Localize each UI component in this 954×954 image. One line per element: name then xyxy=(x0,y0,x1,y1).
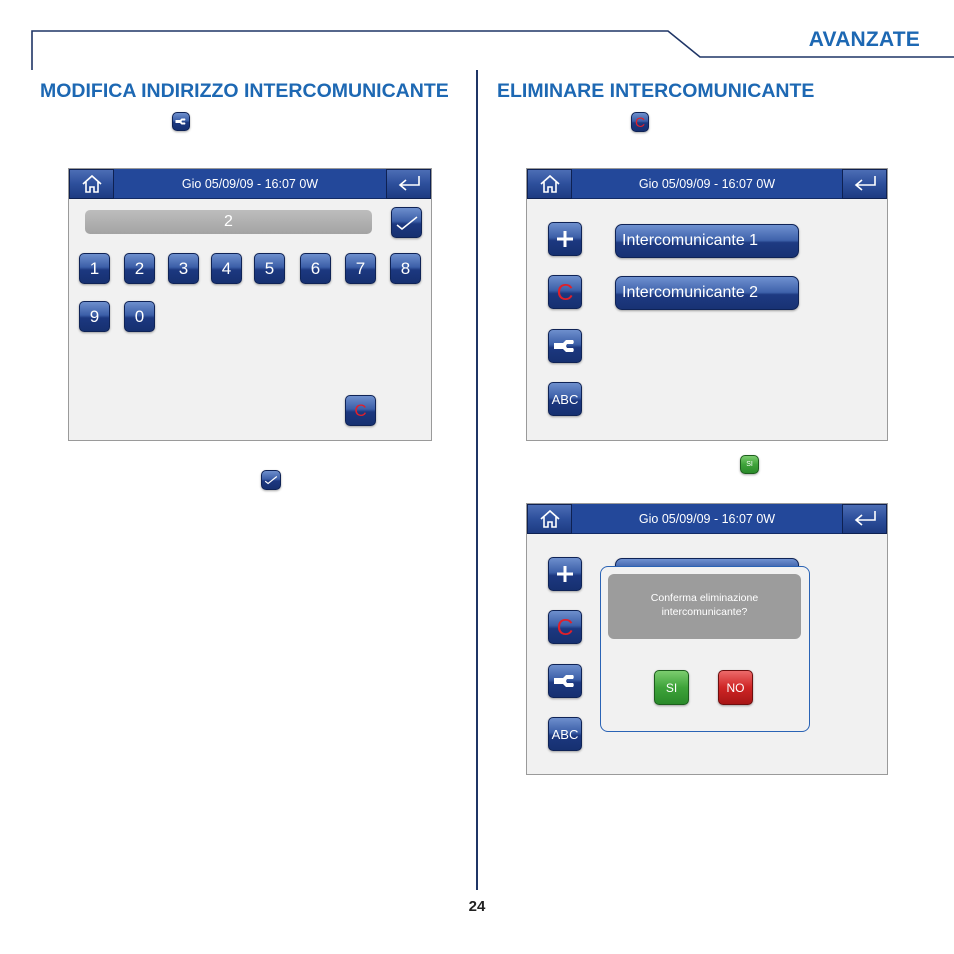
dialog-line-2: intercomunicante? xyxy=(661,606,748,618)
add-button[interactable] xyxy=(548,557,582,591)
back-button[interactable] xyxy=(386,169,431,199)
clear-label: C xyxy=(354,400,367,420)
confirm-screen: Gio 05/09/09 - 16:07 0W C ABC Conferma e… xyxy=(526,503,888,775)
dialog-message: Conferma eliminazione intercomunicante? xyxy=(608,574,801,639)
rename-button[interactable]: ABC xyxy=(548,382,582,416)
column-divider xyxy=(476,70,478,890)
home-button[interactable] xyxy=(69,169,114,199)
check-icon xyxy=(396,215,417,230)
delete-button[interactable]: C xyxy=(548,610,582,644)
datetime-label: Gio 05/09/09 - 16:07 0W xyxy=(638,512,776,526)
left-title: MODIFICA INDIRIZZO INTERCOMUNICANTE xyxy=(40,80,449,102)
key-3[interactable]: 3 xyxy=(168,253,199,284)
return-arrow-icon xyxy=(854,176,876,191)
confirm-button[interactable] xyxy=(391,207,422,238)
header-frame xyxy=(31,30,954,70)
key-8[interactable]: 8 xyxy=(390,253,421,284)
home-icon xyxy=(81,174,102,193)
key-0[interactable]: 0 xyxy=(124,301,155,332)
key-4[interactable]: 4 xyxy=(211,253,242,284)
key-7[interactable]: 7 xyxy=(345,253,376,284)
key-6[interactable]: 6 xyxy=(300,253,331,284)
edit-button[interactable] xyxy=(548,329,582,363)
keypad-screen: Gio 05/09/09 - 16:07 0W 2 1 2 3 4 5 6 7 … xyxy=(68,168,432,441)
home-icon xyxy=(539,174,560,193)
wrench-icon xyxy=(554,340,574,352)
back-button[interactable] xyxy=(842,169,887,199)
key-1[interactable]: 1 xyxy=(79,253,110,284)
plus-icon xyxy=(557,231,573,247)
delete-label: C xyxy=(556,613,574,640)
dialog-line-1: Conferma eliminazione xyxy=(650,592,759,604)
list-screen: Gio 05/09/09 - 16:07 0W C ABC Intercomun… xyxy=(526,168,888,441)
delete-label: C xyxy=(556,278,574,305)
return-arrow-icon xyxy=(398,176,420,191)
key-2[interactable]: 2 xyxy=(124,253,155,284)
status-bar: Gio 05/09/09 - 16:07 0W xyxy=(527,169,887,199)
plus-icon xyxy=(557,566,573,582)
key-9[interactable]: 9 xyxy=(79,301,110,332)
key-5[interactable]: 5 xyxy=(254,253,285,284)
home-button[interactable] xyxy=(527,504,572,534)
no-button[interactable]: NO xyxy=(718,670,753,705)
address-field[interactable]: 2 xyxy=(85,210,372,234)
confirm-dialog: Conferma eliminazione intercomunicante? … xyxy=(600,566,810,732)
edit-button[interactable] xyxy=(548,664,582,698)
clear-button[interactable]: C xyxy=(345,395,376,426)
right-title: ELIMINARE INTERCOMUNICANTE xyxy=(497,80,815,102)
datetime-label: Gio 05/09/09 - 16:07 0W xyxy=(638,177,776,191)
status-bar: Gio 05/09/09 - 16:07 0W xyxy=(69,169,431,199)
status-bar: Gio 05/09/09 - 16:07 0W xyxy=(527,504,887,534)
home-button[interactable] xyxy=(527,169,572,199)
inline-yes-icon: SI xyxy=(740,455,759,474)
back-button[interactable] xyxy=(842,504,887,534)
page-number: 24 xyxy=(468,898,486,915)
yes-button[interactable]: SI xyxy=(654,670,689,705)
section-title: AVANZATE xyxy=(808,28,920,51)
list-item[interactable]: Intercomunicante 2 xyxy=(615,276,799,310)
return-arrow-icon xyxy=(854,511,876,526)
delete-button[interactable]: C xyxy=(548,275,582,309)
inline-check-icon xyxy=(261,470,281,490)
list-item[interactable]: Intercomunicante 1 xyxy=(615,224,799,258)
inline-clear-icon: C xyxy=(631,112,649,132)
inline-wrench-icon xyxy=(172,112,190,131)
datetime-label: Gio 05/09/09 - 16:07 0W xyxy=(181,177,319,191)
add-button[interactable] xyxy=(548,222,582,256)
home-icon xyxy=(539,509,560,528)
wrench-icon xyxy=(554,675,574,687)
rename-button[interactable]: ABC xyxy=(548,717,582,751)
